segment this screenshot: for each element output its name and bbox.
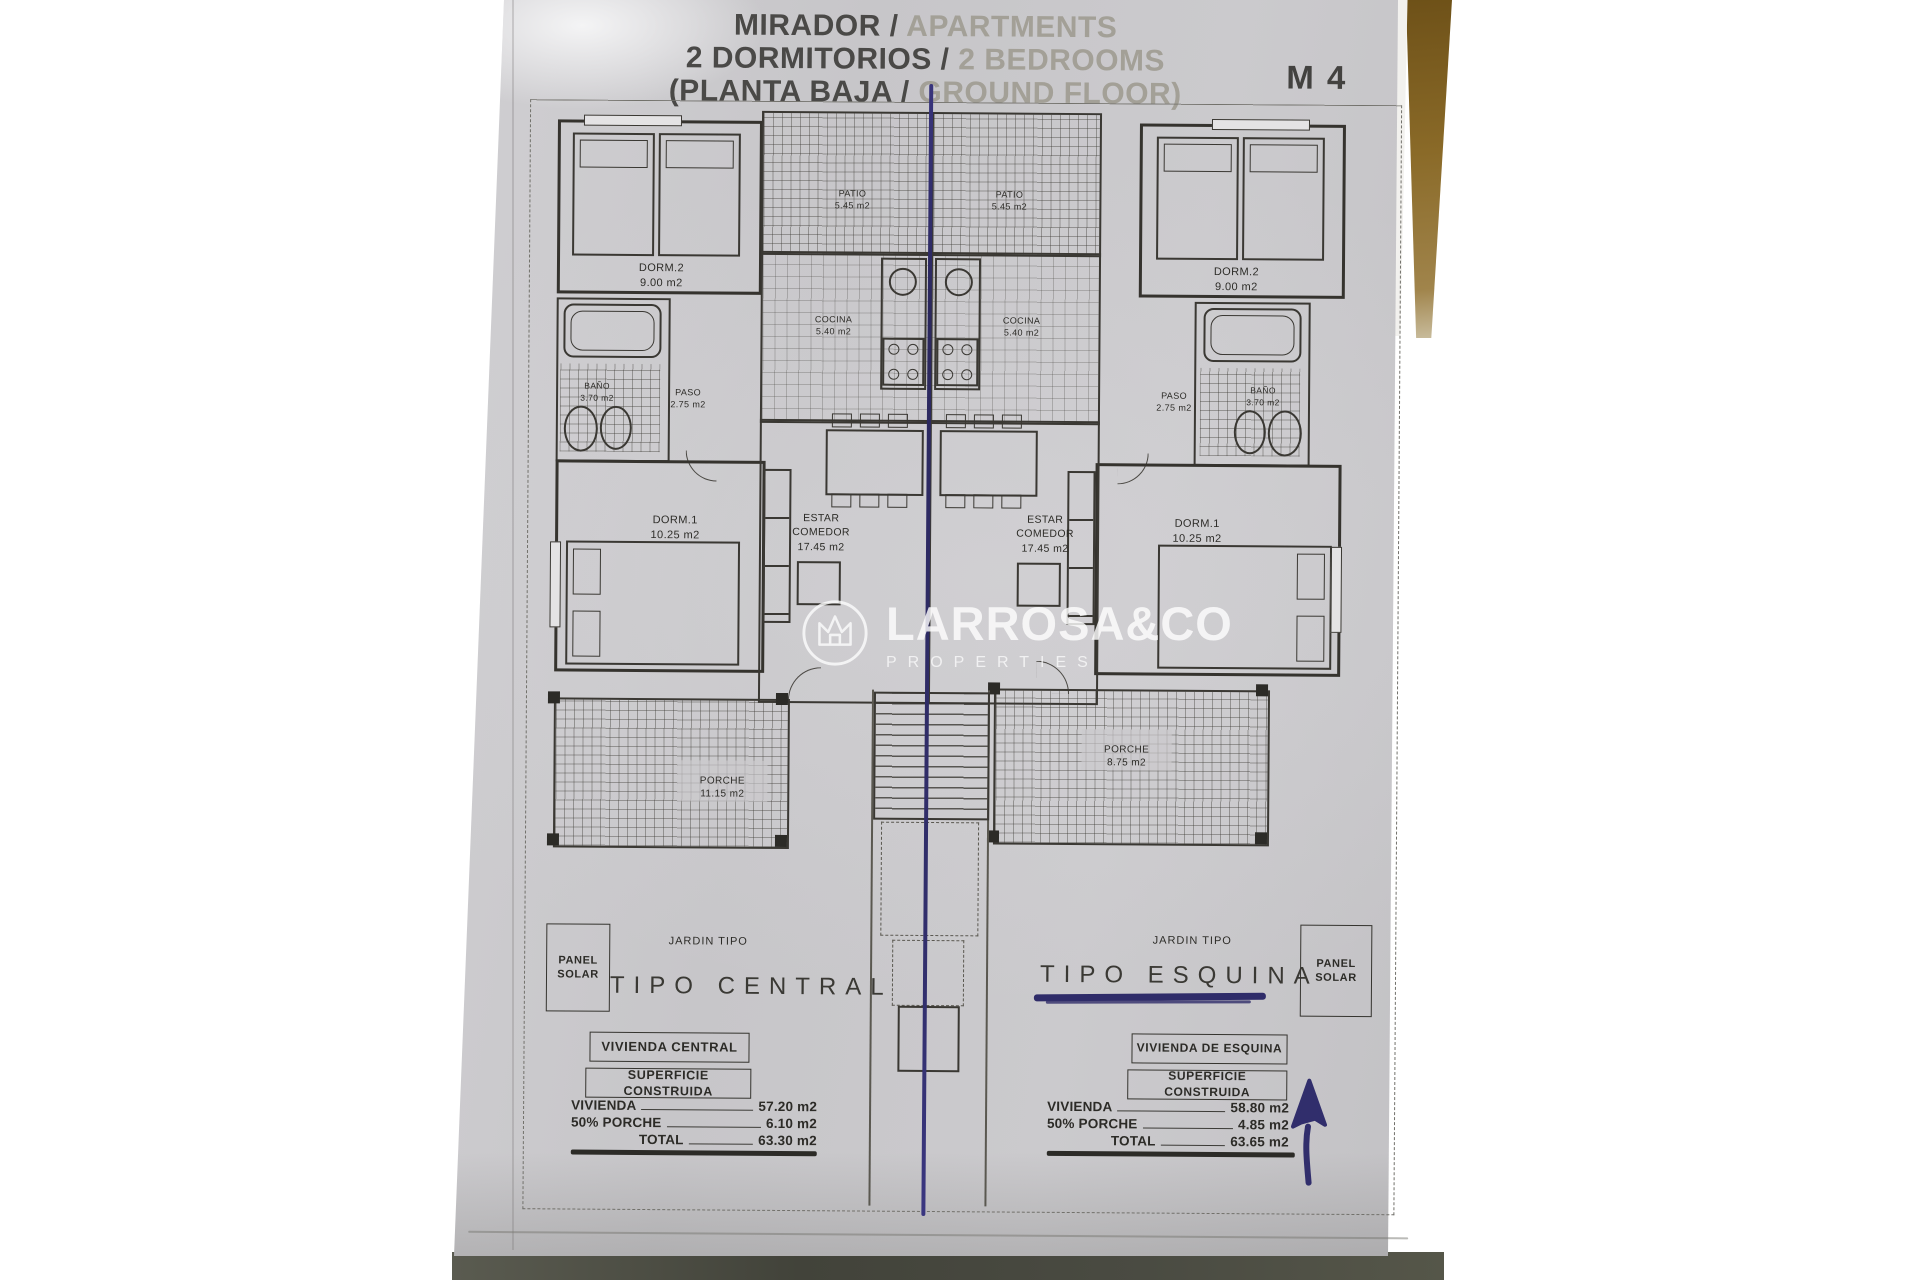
stove [882,337,925,386]
dining-chairs [932,414,1098,509]
larrosa-logo-icon [800,598,870,673]
dining-table [825,429,924,496]
twin-bed [1156,136,1239,261]
sheet-bottom-rule [468,1230,1409,1240]
solar-panel-box-right: PANEL SOLAR [1299,924,1373,1018]
stairs-dashed-outline [880,821,980,937]
watermark: LARROSA&CO PROPERTIES [800,598,1233,673]
pen-arrow-annotation [1285,1075,1334,1192]
summary-subtitle-left: SUPERFICIE CONSTRUIDA [585,1067,752,1099]
paper-fold-line [512,0,514,1250]
room-dorm1-left [554,459,766,673]
type-label-central: TIPO CENTRAL [609,971,893,1001]
dining-chairs [762,413,928,508]
bidet [599,405,632,450]
bathtub [563,303,662,359]
double-bed [565,540,741,666]
summary-title-left: VIVIENDA CENTRAL [589,1031,750,1063]
type-label-esquina: TIPO ESQUINA [1039,960,1319,990]
stove [936,338,979,387]
bidet [1233,410,1266,455]
toilet [563,405,598,452]
twin-bed [658,133,741,257]
stairs-dashed-outline [891,939,965,1007]
window [1211,118,1311,131]
window [583,114,683,127]
window [549,541,562,628]
watermark-brand: LARROSA&CO [886,596,1233,650]
wood-table-bottom [452,1252,1444,1280]
title-line-1: MIRADOR / APARTMENTS [733,8,1118,45]
toilet [1267,410,1302,457]
stairs [873,691,991,821]
plan-code: M 4 [1286,58,1348,96]
kitchen-sink [944,268,973,297]
bathtub [1203,307,1302,363]
pen-underline-annotation [1045,1000,1251,1004]
watermark-tagline: PROPERTIES [886,653,1099,671]
twin-bed [1242,137,1325,261]
plan-title: MIRADOR / APARTMENTS 2 DORMITORIOS / 2 B… [630,8,1221,111]
entry-landing [897,1005,960,1073]
kitchen-sink [888,267,917,296]
summary-title-right: VIVIENDA DE ESQUINA [1131,1033,1288,1065]
summary-subtitle-right: SUPERFICIE CONSTRUIDA [1127,1069,1288,1101]
twin-bed [572,132,655,257]
title-line-2: 2 DORMITORIOS / 2 BEDROOMS [685,41,1166,78]
window [1330,546,1343,633]
solar-panel-box-left: PANEL SOLAR [545,923,611,1012]
dining-table [939,430,1038,497]
jardin-label-left: JARDIN TIPO [668,935,748,948]
jardin-label-right: JARDIN TIPO [1152,934,1232,948]
